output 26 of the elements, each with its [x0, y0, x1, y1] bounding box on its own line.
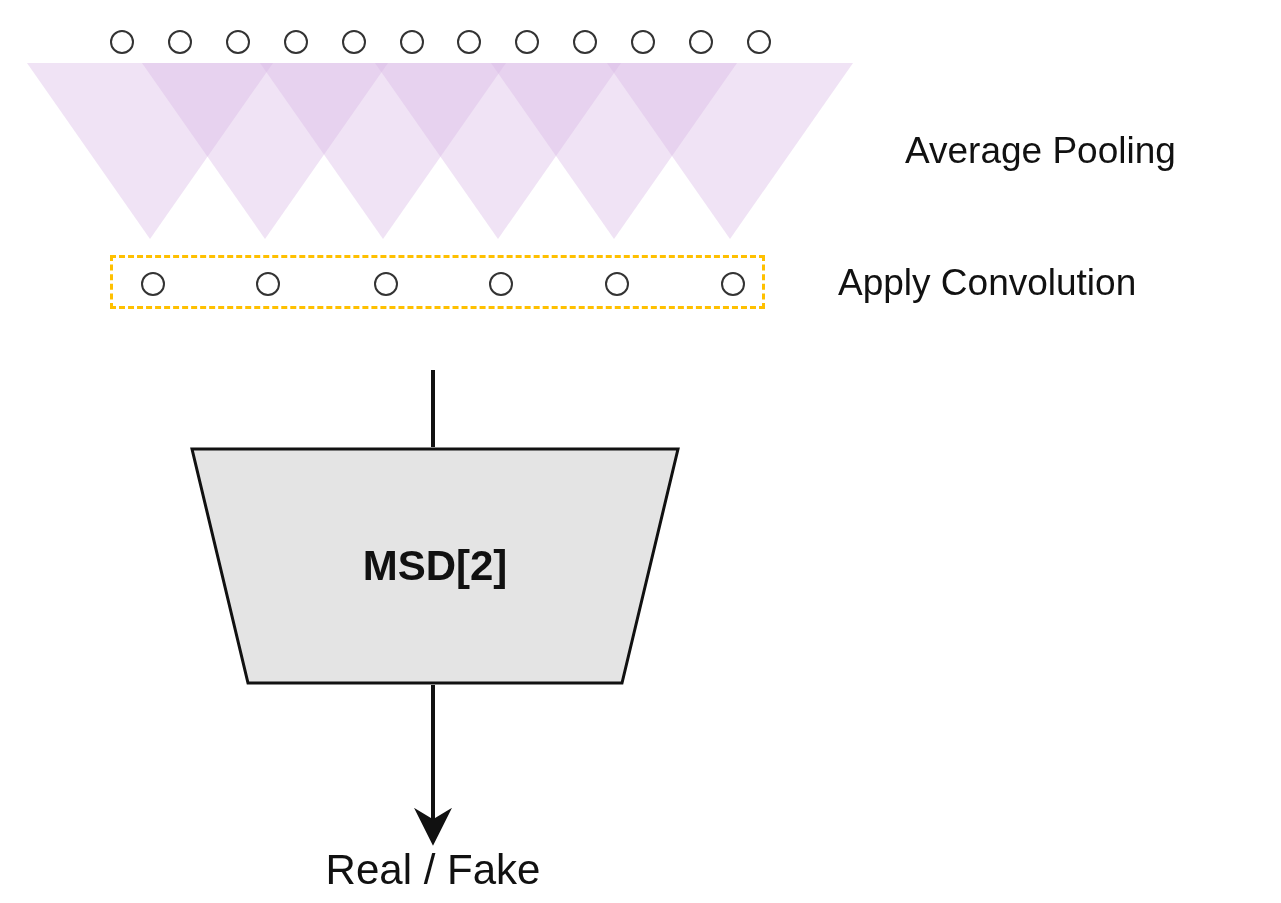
- dashed-convolution-box: [110, 255, 765, 309]
- arrow: [414, 685, 452, 846]
- node-circle: [515, 30, 540, 54]
- node-circle: [689, 30, 713, 54]
- node-circle: [167, 30, 192, 54]
- output-label: Real / Fake: [283, 842, 583, 898]
- node-circle: [141, 272, 165, 296]
- node-circle: [489, 272, 513, 296]
- node-circle: [605, 272, 629, 296]
- node-circle: [341, 30, 366, 54]
- stage-label: Average Pooling: [905, 132, 1176, 169]
- node-circle: [746, 30, 771, 54]
- node-circle: [399, 30, 424, 54]
- node-circle: [573, 30, 598, 54]
- node-circle: [457, 30, 482, 54]
- node-circle: [225, 30, 250, 54]
- connector-line: [431, 370, 435, 447]
- node-circle: [256, 272, 280, 296]
- node-circle: [110, 30, 134, 54]
- node-circle: [721, 272, 745, 296]
- node-circle: [631, 30, 656, 54]
- node-circle: [283, 30, 308, 54]
- node-circle: [374, 272, 398, 296]
- module-name: MSD[2]: [362, 542, 508, 590]
- discriminator-trapezoid: [190, 447, 680, 685]
- stage-label: Apply Convolution: [838, 264, 1137, 301]
